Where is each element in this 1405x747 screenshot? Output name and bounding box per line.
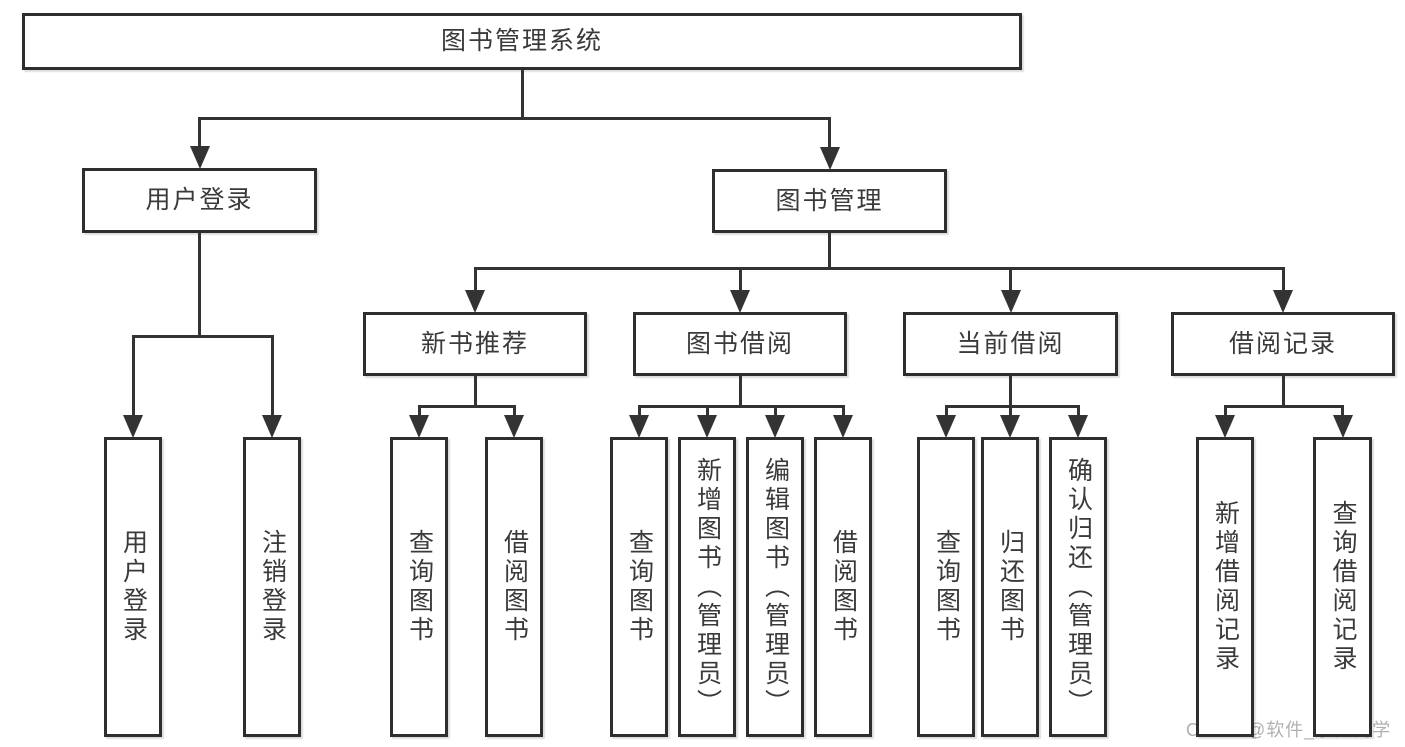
node-label-edit-book: 编辑图书（管理员） — [761, 456, 790, 718]
node-label-query-book-borrow: 查询图书 — [625, 529, 654, 645]
node-label-user-login: 用户登录 — [145, 186, 254, 215]
node-label-new-book-rec: 新书推荐 — [420, 329, 529, 358]
node-login: 用户登录 — [104, 437, 162, 737]
connector-drop-borrow-book-rec — [512, 406, 516, 420]
arrowhead-icon-user-login — [189, 146, 210, 169]
arrowhead-icon-add-book — [697, 415, 717, 438]
node-query-book-borrow: 查询图书 — [610, 437, 668, 737]
arrowhead-icon-add-borrow-record — [1215, 415, 1235, 438]
connector-stem-borrow-record — [1281, 376, 1285, 408]
node-add-book: 新增图书（管理员） — [678, 437, 736, 737]
node-new-book-rec: 新书推荐 — [363, 312, 587, 376]
connector-drop-login — [131, 336, 135, 420]
connector-drop-logout — [270, 336, 274, 420]
node-borrow-book: 借阅图书 — [814, 437, 872, 737]
node-label-book-mgmt: 图书管理 — [775, 186, 884, 215]
arrowhead-icon-query-borrow-record — [1332, 415, 1353, 438]
connector-branch-new-book-rec — [417, 404, 516, 408]
node-root: 图书管理系统 — [22, 13, 1022, 70]
arrowhead-icon-book-mgmt — [819, 147, 840, 170]
connector-branch-book-mgmt — [473, 266, 1285, 270]
node-label-add-borrow-record: 新增借阅记录 — [1211, 500, 1240, 674]
arrowhead-icon-return-book — [1000, 415, 1020, 438]
connector-branch-user-login — [131, 334, 274, 338]
arrowhead-icon-query-book-borrow — [629, 415, 649, 438]
connector-drop-book-borrow — [738, 268, 742, 295]
node-logout: 注销登录 — [243, 437, 301, 737]
connector-drop-query-book-rec — [417, 406, 421, 420]
node-label-current-borrow: 当前借阅 — [956, 329, 1065, 358]
connector-drop-new-book-rec — [473, 268, 477, 295]
connector-drop-query-borrow-record — [1341, 406, 1344, 420]
node-label-book-borrow: 图书借阅 — [685, 329, 794, 358]
connector-drop-query-book-current — [944, 406, 948, 420]
node-current-borrow: 当前借阅 — [903, 312, 1118, 376]
arrowhead-icon-new-book-rec — [465, 290, 485, 313]
arrowhead-icon-login — [123, 415, 143, 438]
node-query-book-rec: 查询图书 — [390, 437, 448, 737]
node-label-query-borrow-record: 查询借阅记录 — [1329, 500, 1357, 674]
arrowhead-icon-query-book-current — [936, 415, 956, 438]
node-query-borrow-record: 查询借阅记录 — [1313, 437, 1372, 737]
arrowhead-icon-confirm-return — [1068, 415, 1088, 438]
node-confirm-return: 确认归还（管理员） — [1049, 437, 1107, 737]
arrowhead-icon-current-borrow — [1000, 290, 1021, 313]
arrowhead-icon-borrow-book-rec — [504, 415, 524, 438]
node-label-login: 用户登录 — [119, 529, 148, 645]
node-user-login: 用户登录 — [82, 168, 317, 233]
connector-branch-root — [198, 116, 831, 120]
connector-drop-borrow-book — [841, 406, 845, 420]
arrowhead-icon-borrow-record — [1273, 290, 1293, 313]
node-book-borrow: 图书借阅 — [633, 312, 847, 376]
arrowhead-icon-borrow-book — [833, 415, 853, 438]
node-return-book: 归还图书 — [981, 437, 1039, 737]
connector-drop-current-borrow — [1009, 268, 1012, 295]
arrowhead-icon-book-borrow — [730, 290, 750, 313]
connector-drop-book-mgmt — [828, 118, 831, 152]
node-label-query-book-current: 查询图书 — [932, 529, 961, 645]
node-label-return-book: 归还图书 — [996, 529, 1025, 645]
connector-drop-add-borrow-record — [1223, 406, 1227, 420]
connector-drop-add-book — [705, 406, 709, 420]
connector-branch-current-borrow — [944, 404, 1080, 408]
connector-drop-edit-book — [773, 406, 777, 420]
connector-drop-confirm-return — [1076, 406, 1080, 420]
connector-stem-current-borrow — [1009, 376, 1012, 408]
arrowhead-icon-query-book-rec — [409, 415, 429, 438]
connector-stem-book-mgmt — [828, 233, 831, 270]
connector-stem-user-login — [198, 233, 201, 338]
arrowhead-icon-edit-book — [765, 415, 785, 438]
connector-drop-user-login — [198, 118, 201, 151]
node-label-add-book: 新增图书（管理员） — [693, 456, 722, 718]
connector-stem-book-borrow — [738, 376, 742, 408]
connector-stem-new-book-rec — [473, 376, 477, 408]
connector-stem-root — [520, 70, 524, 120]
arrowhead-icon-logout — [262, 415, 282, 438]
node-label-borrow-record: 借阅记录 — [1228, 329, 1337, 358]
node-label-confirm-return: 确认归还（管理员） — [1064, 456, 1093, 718]
connector-drop-return-book — [1008, 406, 1012, 420]
node-label-root: 图书管理系统 — [440, 27, 603, 56]
node-query-book-current: 查询图书 — [917, 437, 975, 737]
node-label-borrow-book-rec: 借阅图书 — [500, 529, 529, 645]
node-label-borrow-book: 借阅图书 — [829, 529, 858, 645]
node-add-borrow-record: 新增借阅记录 — [1196, 437, 1254, 737]
connector-branch-book-borrow — [637, 404, 845, 408]
node-edit-book: 编辑图书（管理员） — [746, 437, 804, 737]
node-label-logout: 注销登录 — [258, 529, 287, 645]
node-book-mgmt: 图书管理 — [712, 169, 947, 233]
connector-drop-query-book-borrow — [637, 406, 641, 420]
connector-drop-borrow-record — [1281, 268, 1285, 295]
connector-branch-borrow-record — [1223, 404, 1344, 408]
node-label-query-book-rec: 查询图书 — [405, 529, 434, 645]
node-borrow-book-rec: 借阅图书 — [485, 437, 543, 737]
node-borrow-record: 借阅记录 — [1171, 312, 1395, 376]
